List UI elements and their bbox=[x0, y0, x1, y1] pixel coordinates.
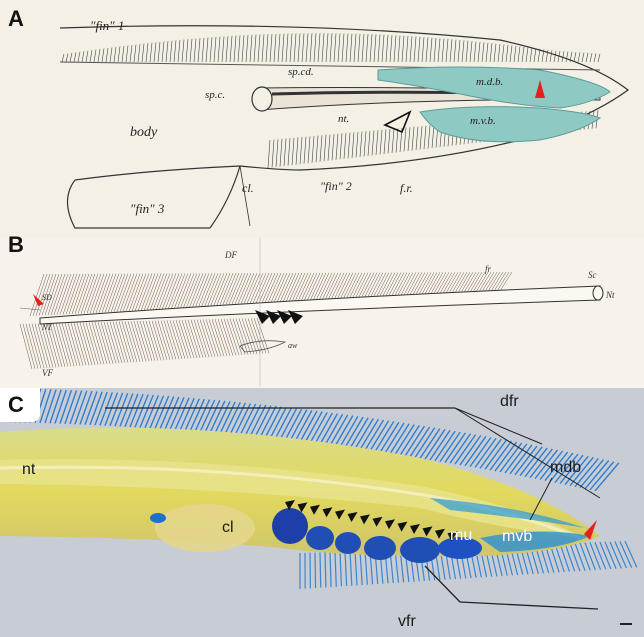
panel-c: dfr nt mdb cl mu mvb vfr C bbox=[0, 388, 644, 637]
label-cl: cl. bbox=[242, 181, 254, 195]
red-arrowhead-a bbox=[535, 80, 545, 98]
arrowhead-c bbox=[360, 514, 370, 525]
arrowhead-c bbox=[285, 500, 295, 510]
mvb-region bbox=[480, 531, 590, 552]
red-arrowhead-b bbox=[33, 294, 44, 306]
panel-c-photo: dfr nt mdb cl mu mvb vfr bbox=[0, 388, 644, 637]
panel-a: A "fin" 1 sp.cd. sp.c. m.d.b. nt. m.v.b.… bbox=[0, 0, 644, 238]
cloaca-region bbox=[155, 504, 255, 552]
label-nt-b: Nt bbox=[605, 290, 615, 300]
red-arrowhead-c bbox=[584, 520, 597, 540]
label-cl-c: cl bbox=[222, 519, 234, 536]
panel-a-label: A bbox=[8, 6, 24, 31]
arrowhead-c bbox=[410, 524, 420, 534]
panel-a-drawing: "fin" 1 sp.cd. sp.c. m.d.b. nt. m.v.b. b… bbox=[59, 18, 629, 229]
label-body: body bbox=[130, 125, 158, 140]
arrowhead-c bbox=[422, 526, 433, 537]
panel-b: B DF VF fr Sc Nt SD NT aw bbox=[0, 232, 644, 388]
arrowhead-c bbox=[297, 502, 308, 513]
label-mu: mu bbox=[450, 527, 472, 544]
label-fr: f.r. bbox=[400, 181, 413, 195]
arrowhead-c bbox=[447, 531, 458, 542]
arrowheads-c bbox=[285, 500, 458, 542]
label-nt2: NT bbox=[41, 323, 52, 332]
label-vfr: vfr bbox=[398, 613, 416, 630]
arrowheads-b bbox=[255, 310, 303, 324]
label-df: DF bbox=[224, 250, 237, 260]
label-dfr: dfr bbox=[500, 393, 519, 410]
label-mvb: m.v.b. bbox=[470, 115, 496, 127]
label-mdb-c: mdb bbox=[550, 459, 581, 476]
label-fin2: "fin" 2 bbox=[320, 179, 352, 193]
label-sc: Sc bbox=[588, 270, 597, 280]
panel-b-label: B bbox=[8, 232, 24, 257]
label-vf: VF bbox=[42, 368, 53, 378]
label-fin3: "fin" 3 bbox=[130, 201, 165, 216]
label-mvb-c: mvb bbox=[502, 528, 532, 545]
label-nt-c: nt bbox=[22, 461, 36, 478]
arrowhead-c bbox=[310, 504, 320, 515]
arrowhead-c bbox=[372, 516, 383, 527]
spinal-cord-section bbox=[251, 86, 273, 112]
panel-b-drawing: DF VF fr Sc Nt SD NT aw bbox=[19, 238, 615, 386]
arrowhead-c bbox=[385, 519, 395, 530]
arrowhead-c bbox=[322, 507, 333, 518]
label-fr-b: fr bbox=[485, 264, 492, 274]
arrowhead-c bbox=[397, 521, 408, 532]
m-v-b-region bbox=[419, 106, 602, 143]
dorsal-fin-rays bbox=[61, 33, 601, 63]
label-aw: aw bbox=[288, 341, 298, 350]
arrowhead-c bbox=[347, 512, 358, 522]
label-fin1: "fin" 1 bbox=[90, 18, 124, 33]
ventral-fin-rays-b bbox=[19, 317, 270, 370]
label-mdb: m.d.b. bbox=[476, 76, 503, 88]
panel-c-label: C bbox=[8, 392, 24, 417]
mdb-region bbox=[430, 498, 585, 528]
label-nt: nt. bbox=[338, 113, 349, 125]
label-spc: sp.c. bbox=[205, 89, 225, 101]
label-sd: SD bbox=[42, 293, 52, 302]
arrowhead-c bbox=[335, 509, 345, 520]
label-spcd: sp.cd. bbox=[288, 66, 314, 78]
dorsal-fin-rays-c bbox=[9, 388, 620, 492]
open-arrowhead-a bbox=[383, 110, 412, 134]
m-d-b-region bbox=[377, 66, 611, 109]
muscle-segments bbox=[150, 508, 482, 563]
arrowhead-c bbox=[435, 528, 445, 539]
